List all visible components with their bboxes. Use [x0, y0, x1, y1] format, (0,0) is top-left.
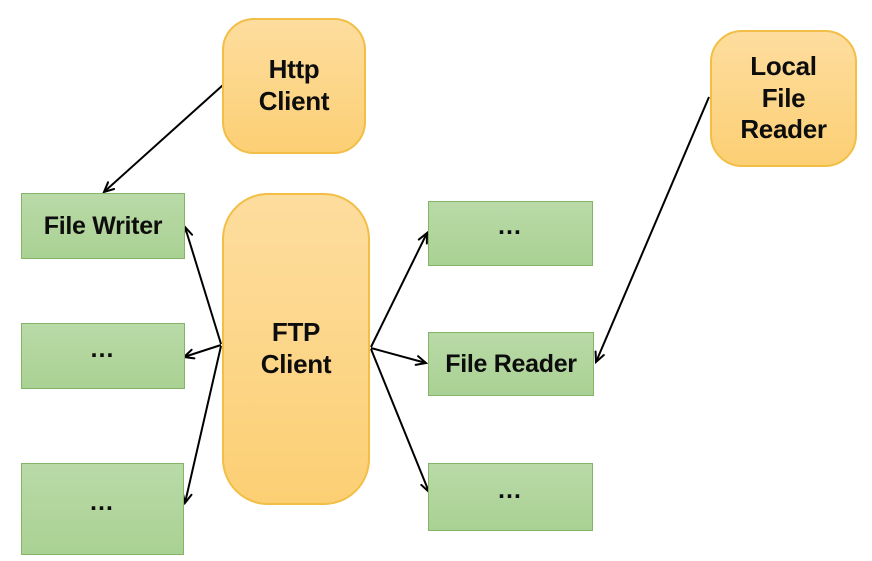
node-file-reader-label: File Reader: [445, 349, 577, 378]
arrow-ftp-client-to-ellipsis-left-2: [181, 345, 222, 506]
node-ellipsis-right-2-label: …: [497, 475, 524, 504]
arrow-ftp-client-to-ellipsis-right-1: [370, 230, 429, 348]
arrow-ftp-client-to-file-reader: [370, 347, 429, 366]
node-local-file-reader-label: Local File Reader: [740, 50, 827, 145]
node-http-client: Http Client: [222, 18, 366, 154]
node-http-client-label: Http Client: [258, 54, 330, 116]
node-ellipsis-right-1: …: [428, 201, 593, 266]
arrow-ftp-client-to-file-writer: [182, 224, 222, 345]
arrow-local-file-reader-to-file-reader: [594, 96, 710, 365]
node-ftp-client: FTP Client: [222, 193, 370, 505]
node-ellipsis-right-1-label: …: [497, 212, 524, 241]
node-file-writer-label: File Writer: [43, 211, 163, 240]
node-ellipsis-left-2: …: [21, 463, 184, 555]
node-file-reader: File Reader: [428, 332, 594, 396]
arrow-ftp-client-to-ellipsis-left-1: [181, 344, 222, 360]
node-ellipsis-left-1: …: [21, 323, 185, 389]
node-ftp-client-label: FTP Client: [260, 317, 332, 379]
node-ellipsis-left-2-label: …: [89, 487, 116, 516]
node-file-writer: File Writer: [21, 193, 185, 259]
arrow-ftp-client-to-ellipsis-right-2: [370, 348, 431, 495]
arrow-http-client-to-file-writer: [102, 84, 224, 194]
node-ellipsis-right-2: …: [428, 463, 593, 531]
node-local-file-reader: Local File Reader: [710, 30, 857, 167]
node-ellipsis-left-1-label: …: [89, 334, 117, 363]
